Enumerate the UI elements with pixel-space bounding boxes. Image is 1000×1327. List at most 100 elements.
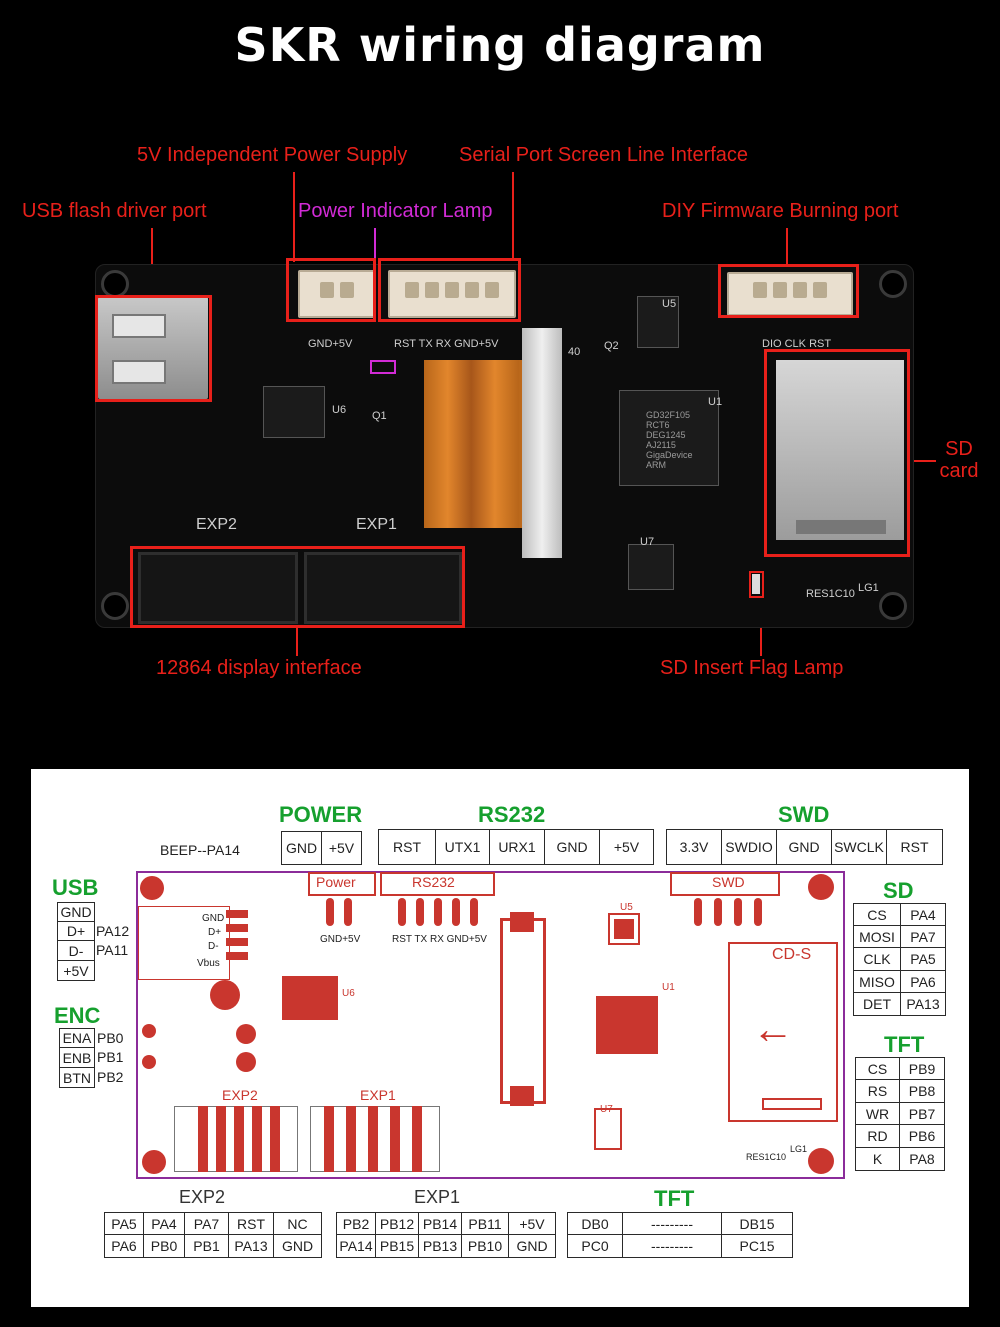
exp1-pin: PB2 xyxy=(336,1212,376,1235)
fpc-connector xyxy=(522,328,562,558)
pcb-power-footprint xyxy=(308,872,376,896)
silk-q2: Q2 xyxy=(604,340,619,352)
exp1-pin: GND xyxy=(508,1234,556,1258)
mount-hole xyxy=(101,592,129,620)
tft-bus-range: --------- xyxy=(622,1212,722,1235)
callout-diy-firmware: DIY Firmware Burning port xyxy=(662,200,899,222)
tft-bus-pin: PC0 xyxy=(567,1234,623,1258)
leader-diy-firmware xyxy=(786,228,788,264)
usb-pin-map: PA11 xyxy=(96,942,129,958)
sd-pin: MOSI xyxy=(853,925,901,948)
enc-pin: ENB xyxy=(59,1047,95,1068)
pcb-lg1-label: LG1 xyxy=(790,1144,808,1154)
pcb-via xyxy=(210,980,240,1010)
chip-u7 xyxy=(628,544,674,590)
exp1-header xyxy=(304,552,462,624)
enc-title: ENC xyxy=(54,1003,101,1028)
exp2-title: EXP2 xyxy=(179,1187,226,1207)
power-connector xyxy=(298,270,376,318)
tft-pin: WR xyxy=(855,1102,900,1125)
sd-card-latch xyxy=(796,520,886,534)
exp2-pin: PA5 xyxy=(104,1212,144,1235)
silk-exp2: EXP2 xyxy=(196,516,237,533)
exp1-pin: PB11 xyxy=(461,1212,509,1235)
pcb-hole xyxy=(140,876,164,900)
rs232-pin: URX1 xyxy=(489,829,545,865)
enc-pin-map: PB2 xyxy=(97,1069,124,1085)
exp2-pin: PB1 xyxy=(184,1234,229,1258)
pcb-via xyxy=(142,1024,156,1038)
pcb-u7-label: U7 xyxy=(600,1104,613,1115)
silk-q1: Q1 xyxy=(372,410,387,422)
power-pin: +5V xyxy=(321,831,362,865)
silk-u7: U7 xyxy=(640,536,655,548)
swd-pin: SWDIO xyxy=(721,829,777,865)
power-lamp-box xyxy=(370,360,396,374)
page-title: SKR wiring diagram xyxy=(234,18,766,72)
pcb-via xyxy=(142,1055,156,1069)
callout-serial-port: Serial Port Screen Line Interface xyxy=(459,144,749,166)
exp2-pin: RST xyxy=(228,1212,274,1235)
silk-u6: U6 xyxy=(332,404,347,416)
pcb-u1-label: U1 xyxy=(662,982,675,993)
usb-highlight-box xyxy=(95,295,212,402)
tft-pin: K xyxy=(855,1147,900,1171)
silk-u5: U5 xyxy=(662,298,677,310)
pcb-u6 xyxy=(282,976,338,1020)
mount-hole xyxy=(101,270,129,298)
pcb-via xyxy=(236,1052,256,1072)
pcb-usb-pin-label: D+ xyxy=(208,927,222,938)
tft-bus-pin: DB15 xyxy=(721,1212,793,1235)
tft-pin: RS xyxy=(855,1079,900,1103)
callout-power-lamp: Power Indicator Lamp xyxy=(298,200,493,222)
beep-label: BEEP--PA14 xyxy=(160,842,240,858)
pcb-exp2-pads xyxy=(198,1106,284,1172)
enc-pin-map: PB1 xyxy=(97,1049,124,1065)
leader-usb-port xyxy=(151,228,153,296)
sd-flag-box xyxy=(749,571,764,598)
pcb-pad xyxy=(434,898,442,926)
pcb-usb-pin-label: GND xyxy=(202,913,225,924)
pcb-hole xyxy=(808,874,834,900)
exp2-pin: PA6 xyxy=(104,1234,144,1258)
tft-side-title: TFT xyxy=(884,1032,925,1057)
pcb-power-label: Power xyxy=(316,874,356,890)
pcb-u5-core xyxy=(614,919,634,939)
sd-title: SD xyxy=(883,878,914,903)
swd-pin: GND xyxy=(776,829,832,865)
power-pin: GND xyxy=(281,831,322,865)
exp1-pin: PA14 xyxy=(336,1234,376,1258)
tft-pin-map: PB9 xyxy=(899,1057,945,1080)
silk-swd-pins: DIO CLK RST xyxy=(762,338,832,350)
power-title: POWER xyxy=(279,802,363,827)
sd-pin: CLK xyxy=(853,947,901,971)
pcb-hole xyxy=(142,1150,166,1174)
pcb-mcu xyxy=(596,996,658,1054)
silk-lg1: LG1 xyxy=(858,582,879,594)
rs232-title: RS232 xyxy=(478,802,546,827)
exp2-pin: PA13 xyxy=(228,1234,274,1258)
pcb-u5 xyxy=(608,913,640,945)
tft-pin: CS xyxy=(855,1057,900,1080)
mount-hole xyxy=(879,592,907,620)
pcb-hole xyxy=(808,1148,834,1174)
pcb-exp1-pads xyxy=(324,1106,430,1172)
pcb-fpc-pad xyxy=(510,912,534,932)
pcb-via xyxy=(236,1024,256,1044)
pcb-usb-pad xyxy=(226,910,248,918)
exp1-pin: PB13 xyxy=(418,1234,462,1258)
rs232-pin: GND xyxy=(544,829,600,865)
rs232-pin: RST xyxy=(378,829,436,865)
callout-power-supply: 5V Independent Power Supply xyxy=(137,144,408,166)
power-connector-box xyxy=(286,258,376,322)
pcb-pad xyxy=(326,898,334,926)
serial-connector xyxy=(388,270,516,318)
swd-pin: SWCLK xyxy=(831,829,887,865)
usb-pin: D+ xyxy=(57,921,95,941)
pcb-pad xyxy=(734,898,742,926)
sd-insert-arrow-icon: ← xyxy=(752,1005,794,1052)
pcb-fpc-footprint xyxy=(500,918,546,1104)
swd-pin: RST xyxy=(886,829,943,865)
pcb-rs232-footprint xyxy=(380,872,495,896)
pcb-usb-pad xyxy=(226,938,248,946)
